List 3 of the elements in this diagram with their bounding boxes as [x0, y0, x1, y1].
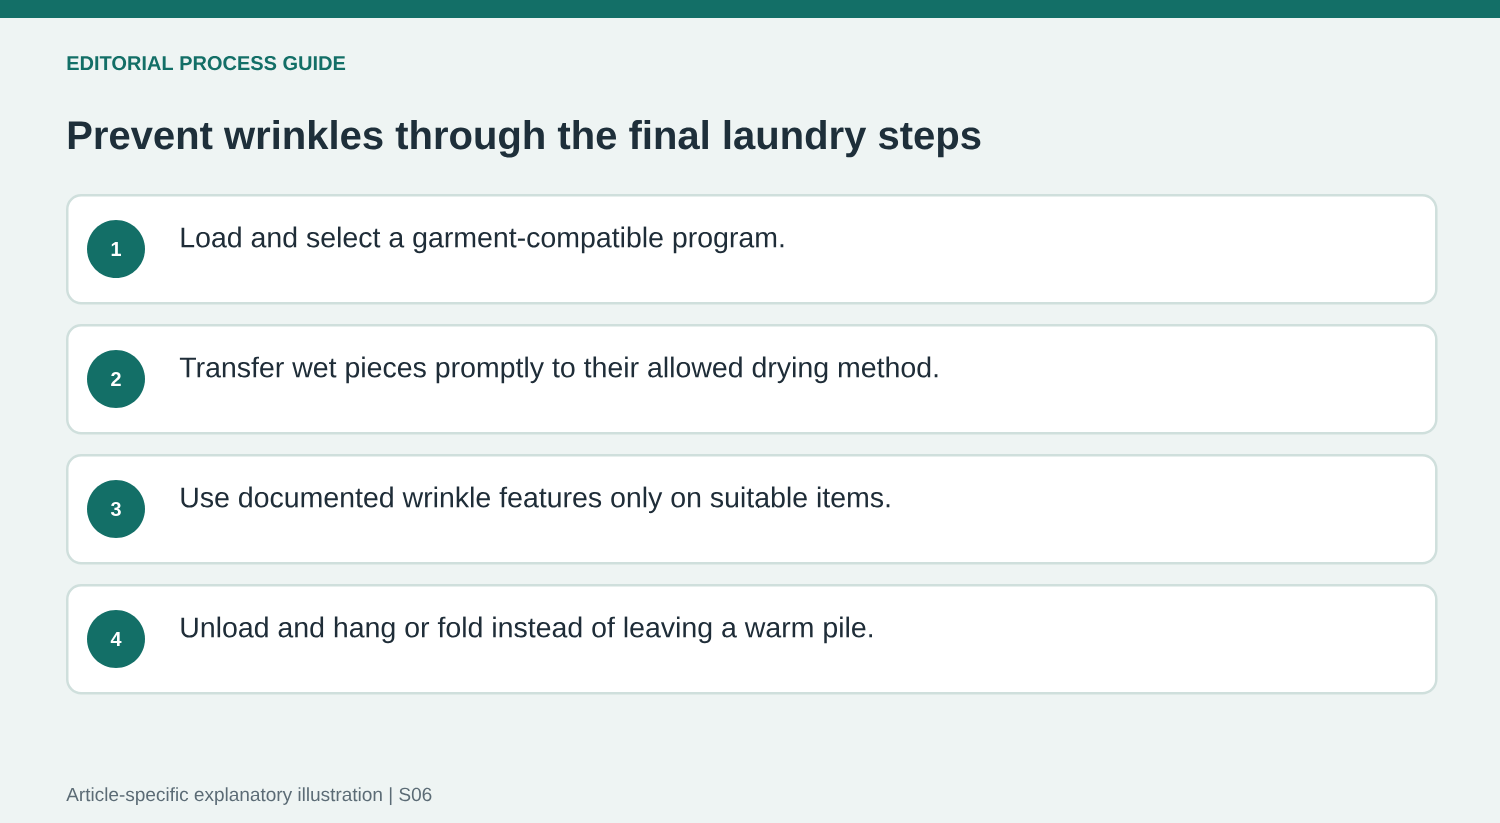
caption: Article-specific explanatory illustration | S06 [66, 787, 432, 806]
eyebrow-label: EDITORIAL PROCESS GUIDE [67, 56, 346, 71]
title: Prevent wrinkles through the final laundry steps [68, 120, 981, 158]
